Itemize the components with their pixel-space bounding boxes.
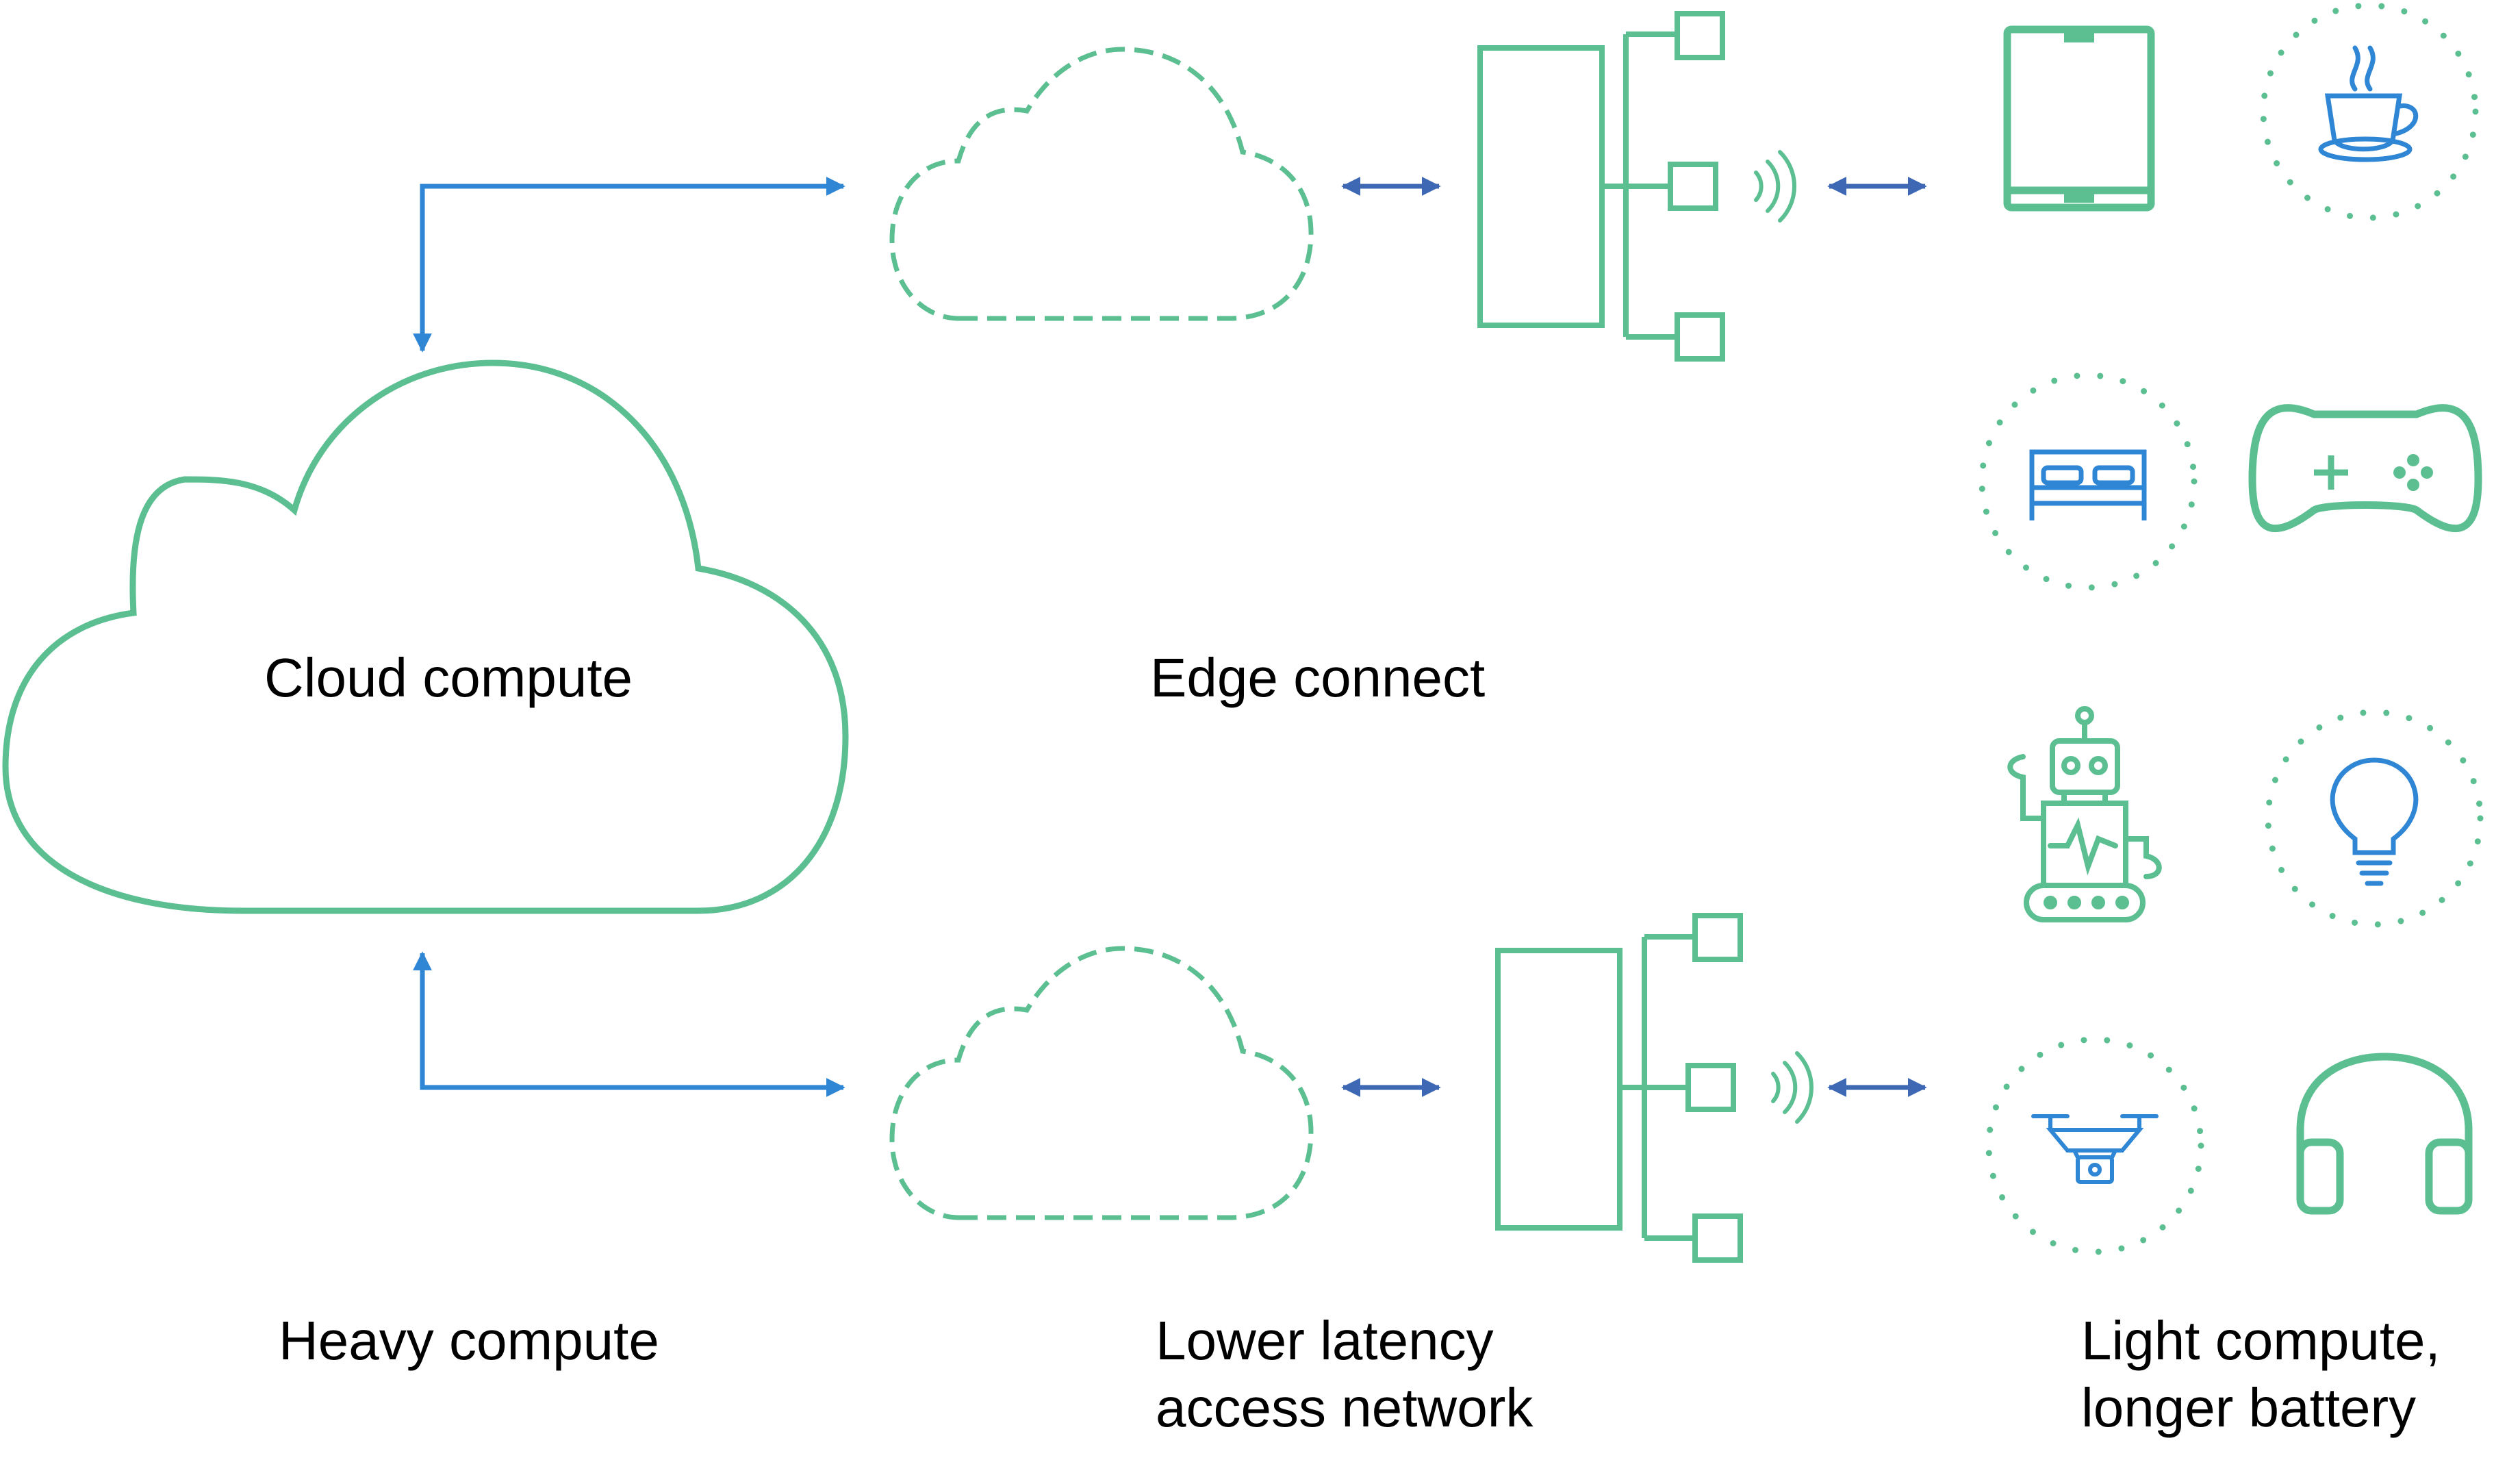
gamepad-icon [2248, 404, 2482, 532]
bed-icon [1978, 372, 2198, 591]
network-hub-bottom [1495, 913, 1743, 1263]
light-compute-label-line1: Light compute, [2081, 1310, 2441, 1371]
wifi-signal-icon-top [1754, 150, 1797, 223]
coffee-cup-icon [2260, 2, 2479, 221]
headphones-icon [2296, 1053, 2473, 1215]
edge-cloud-top [889, 47, 1314, 321]
lower-latency-label-line2: access network [1156, 1377, 1533, 1438]
cloud-compute-label: Cloud compute [264, 647, 633, 708]
tablet-icon [2003, 25, 2155, 212]
network-hub-top [1477, 11, 1725, 362]
edge-connect-label: Edge connect [1150, 647, 1485, 708]
bottom-connector-arrow [413, 951, 845, 1097]
wifi-signal-icon-bottom [1771, 1051, 1814, 1124]
lightbulb-icon [2265, 709, 2484, 928]
light-compute-label-line2: longer battery [2081, 1377, 2416, 1438]
lower-latency-label-line1: Lower latency [1156, 1310, 1494, 1371]
drone-icon [1985, 1036, 2204, 1255]
robot-icon [2007, 706, 2162, 922]
top-connector-arrow [413, 177, 845, 353]
edge-cloud-bottom [889, 946, 1314, 1220]
main-cloud-shape [2, 360, 849, 914]
heavy-compute-label: Heavy compute [279, 1310, 659, 1371]
